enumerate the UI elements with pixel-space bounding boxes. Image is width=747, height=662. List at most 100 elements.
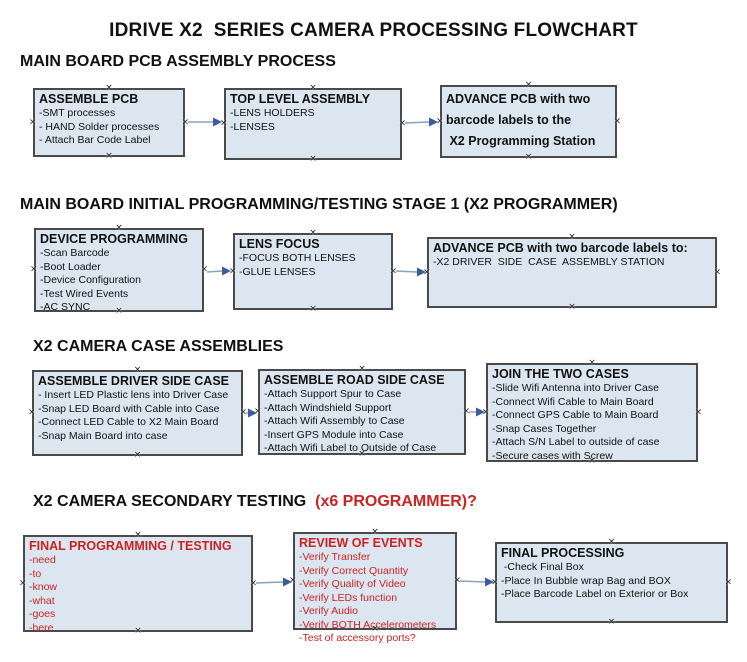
box-item: -FOCUS BOTH LENSES: [239, 252, 356, 264]
section-heading-black-part: X2 CAMERA SECONDARY TESTING: [33, 493, 307, 510]
box-item: -Insert GPS Module into Case: [264, 428, 404, 441]
flow-box-lens-focus: LENS FOCUS -FOCUS BOTH LENSES -GLUE LENS…: [229, 229, 397, 314]
box-item: barcode labels to the: [446, 113, 572, 127]
box-title: FINAL PROGRAMMING / TESTING: [29, 539, 232, 553]
flow-box-advance-pcb-programming-station: ADVANCE PCB with two barcode labels to t…: [436, 81, 621, 162]
connection-anchor-icon: ×: [568, 232, 576, 242]
connector-arrow: [395, 267, 426, 277]
connection-anchor-icon: ×: [309, 154, 317, 164]
box-title: ASSEMBLE PCB: [39, 92, 139, 106]
box-item: -Verify Transfer: [299, 551, 371, 563]
box-item: -Snap Main Board into case: [38, 429, 168, 442]
box-item: -Snap LED Board with Cable into Case: [38, 402, 220, 415]
box-item: -Verify BOTH Accelerometers: [299, 618, 437, 631]
connection-anchor-icon: ×: [568, 302, 576, 312]
box-item: -Slide Wifi Antenna into Driver Case: [492, 382, 659, 394]
flow-box-final-programming-testing: FINAL PROGRAMMING / TESTING -need -to -k…: [19, 531, 257, 636]
connection-anchor-icon: ×: [713, 267, 721, 277]
section-heading-initial-programming: MAIN BOARD INITIAL PROGRAMMING/TESTING S…: [20, 196, 618, 213]
box-item: -Connect LED Cable to X2 Main Board: [38, 416, 219, 428]
connection-anchor-icon: ×: [482, 407, 490, 417]
box-title: DEVICE PROGRAMMING: [40, 232, 188, 246]
box-item: X2 Programming Station: [446, 134, 596, 148]
box-title: ASSEMBLE DRIVER SIDE CASE: [38, 374, 230, 388]
connection-anchor-icon: ×: [229, 266, 237, 276]
flow-box-join-the-two-cases: JOIN THE TWO CASES -Slide Wifi Antenna i…: [482, 359, 702, 466]
connection-anchor-icon: ×: [134, 626, 142, 636]
box-item: -Connect Wifi Cable to Main Board: [492, 395, 654, 408]
connection-anchor-icon: ×: [309, 83, 317, 93]
box-item: -GLUE LENSES: [239, 265, 316, 278]
box-item: -X2 DRIVER SIDE CASE ASSEMBLY STATION: [433, 256, 665, 268]
box-item: - Insert LED Plastic lens into Driver Ca…: [38, 389, 229, 401]
box-item: - HAND Solder processes: [39, 120, 160, 133]
box-item: -LENSES: [230, 120, 275, 133]
flow-box-assemble-pcb: ASSEMBLE PCB -SMT processes - HAND Solde…: [29, 84, 189, 161]
connection-anchor-icon: ×: [694, 407, 702, 417]
connection-anchor-icon: ×: [524, 152, 533, 162]
connection-anchor-icon: ×: [524, 80, 533, 90]
connection-anchor-icon: ×: [423, 267, 431, 277]
box-item: - Attach Bar Code Label: [39, 134, 151, 146]
connection-anchor-icon: ×: [254, 406, 262, 417]
box-title: FINAL PROCESSING: [501, 546, 625, 560]
box-item: -SMT processes: [39, 107, 116, 119]
box-title: REVIEW OF EVENTS: [299, 536, 423, 550]
connection-anchor-icon: ×: [613, 116, 621, 126]
connection-anchor-icon: ×: [239, 407, 247, 418]
connection-anchor-icon: ×: [309, 228, 317, 238]
connection-anchor-icon: ×: [28, 407, 36, 418]
connector-arrow: [459, 577, 494, 587]
connection-anchor-icon: ×: [220, 118, 228, 129]
section-heading-red-part: (x6 PROGRAMMER)?: [306, 493, 477, 510]
box-item: -LENS HOLDERS: [230, 107, 315, 119]
connection-anchor-icon: ×: [249, 578, 257, 588]
box-item: -here: [29, 621, 54, 634]
box-item: -Boot Loader: [40, 260, 101, 273]
box-item: ADVANCE PCB with two: [446, 92, 591, 106]
box-item: -Secure cases with Screw: [492, 449, 613, 462]
connection-anchor-icon: ×: [115, 306, 123, 316]
box-item: -Device Configuration: [40, 274, 141, 286]
box-item: -know: [29, 581, 58, 593]
flow-box-assemble-road-side-case: ASSEMBLE ROAD SIDE CASE -Attach Support …: [254, 365, 470, 459]
box-item: -Scan Barcode: [40, 247, 110, 259]
connection-anchor-icon: ×: [200, 264, 208, 275]
connection-anchor-icon: ×: [607, 617, 616, 627]
box-item: -Attach Support Spur to Case: [264, 388, 402, 400]
box-item: -Verify LEDs function: [299, 591, 398, 604]
box-item: -Place In Bubble wrap Bag and BOX: [501, 574, 671, 587]
flow-box-review-of-events: REVIEW OF EVENTS -Verify Transfer -Verif…: [289, 528, 461, 645]
connection-anchor-icon: ×: [588, 456, 596, 466]
connection-anchor-icon: ×: [115, 223, 123, 233]
connector-arrow: [404, 117, 438, 127]
connection-anchor-icon: ×: [29, 117, 37, 127]
connection-anchor-icon: ×: [133, 365, 142, 375]
connection-anchor-icon: ×: [389, 266, 397, 276]
box-item: -Verify Audio: [299, 605, 358, 617]
box-item: -Connect GPS Cable to Main Board: [492, 409, 659, 421]
box-item: -Snap Cases Together: [492, 422, 597, 435]
connection-anchor-icon: ×: [289, 575, 297, 586]
flow-box-top-level-assembly: TOP LEVEL ASSEMBLY -LENS HOLDERS -LENSES…: [220, 84, 406, 164]
box-item: -Test Wired Events: [40, 287, 129, 300]
box-item: -AC SYNC: [40, 301, 91, 313]
box-item: -Attach Wifi Label to Outside of Case: [264, 442, 437, 454]
connection-anchor-icon: ×: [491, 577, 499, 587]
box-item: -to: [29, 567, 42, 580]
box-item: -Verify Correct Quantity: [299, 564, 409, 577]
connection-anchor-icon: ×: [30, 264, 38, 275]
connection-anchor-icon: ×: [358, 449, 366, 459]
box-item: -Check Final Box: [501, 561, 584, 573]
flow-box-final-processing: FINAL PROCESSING -Check Final Box -Place…: [491, 538, 732, 627]
section-heading-case-assemblies: X2 CAMERA CASE ASSEMBLIES: [33, 338, 284, 355]
connection-anchor-icon: ×: [358, 364, 366, 374]
box-item: -Test of accessory ports?: [299, 632, 416, 644]
box-title: LENS FOCUS: [239, 237, 320, 251]
section-heading-pcb-assembly: MAIN BOARD PCB ASSEMBLY PROCESS: [20, 53, 336, 70]
connection-anchor-icon: ×: [371, 527, 379, 537]
flow-box-assemble-driver-side-case: ASSEMBLE DRIVER SIDE CASE - Insert LED P…: [28, 366, 247, 460]
page-title: IDRIVE X2 SERIES CAMERA PROCESSING FLOWC…: [109, 20, 638, 41]
connection-anchor-icon: ×: [19, 578, 27, 588]
